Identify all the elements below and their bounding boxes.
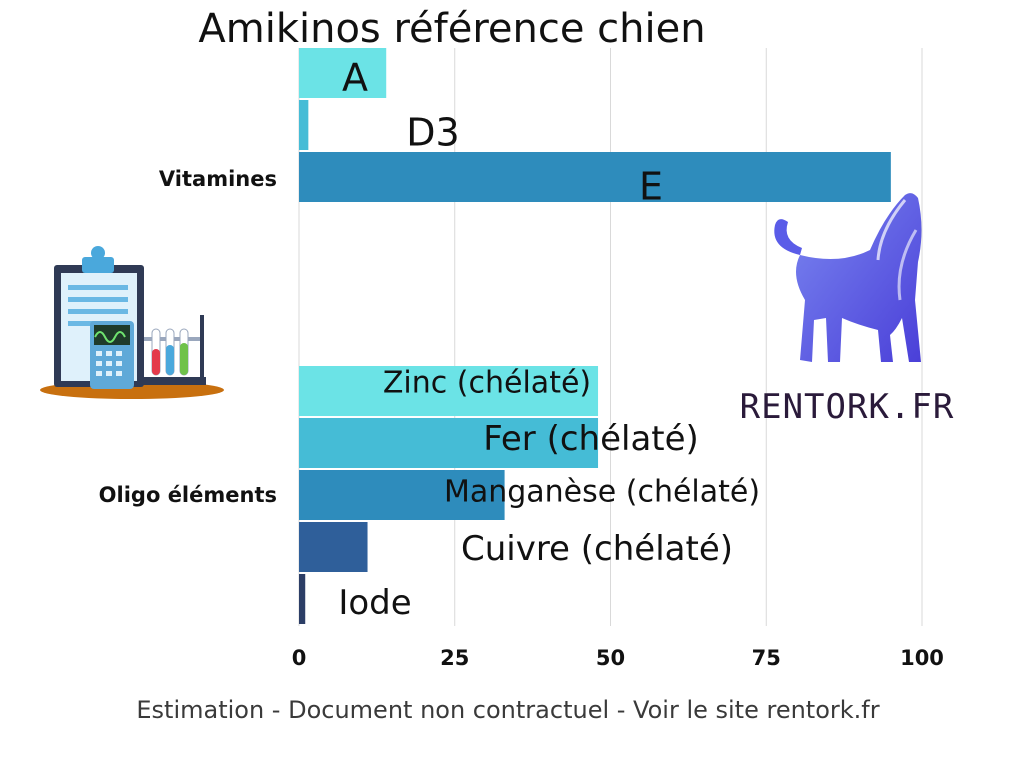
bar-label: Iode — [338, 583, 411, 623]
x-tick-label: 100 — [900, 646, 944, 670]
bar-label: D3 — [406, 110, 459, 154]
footnote: Estimation - Document non contractuel - … — [136, 696, 879, 724]
x-tick-labels: 0 25 50 75 100 — [292, 646, 944, 670]
bar — [299, 366, 599, 416]
bar — [299, 470, 505, 520]
bar — [299, 152, 891, 202]
x-tick-label: 50 — [596, 646, 625, 670]
x-tick-label: 0 — [292, 646, 307, 670]
bar — [299, 522, 368, 572]
x-tick-label: 25 — [440, 646, 469, 670]
category-label: Vitamines — [159, 167, 277, 191]
dog-logo-icon — [774, 193, 922, 362]
bar — [299, 574, 306, 624]
bar-label: Zinc (chélaté) — [383, 366, 591, 401]
bar-label: Cuivre (chélaté) — [461, 529, 733, 569]
bar — [299, 48, 387, 98]
lab-clipboard-icon — [40, 246, 224, 399]
chart-title: Amikinos référence chien — [198, 6, 705, 52]
brand-name: RENTORK.FR — [740, 387, 955, 427]
bar — [299, 100, 309, 150]
bar-label: Manganèse (chélaté) — [444, 475, 760, 510]
bar-label: Fer (chélaté) — [483, 419, 699, 459]
x-tick-label: 75 — [752, 646, 781, 670]
bars-group: A D3E Zinc (chélaté) Fer (chélaté) Manganèse… — [299, 48, 891, 624]
bar — [299, 418, 599, 468]
bar-label: E — [639, 164, 663, 208]
category-label: Oligo éléments — [99, 483, 277, 507]
bar-label: A — [342, 55, 368, 99]
